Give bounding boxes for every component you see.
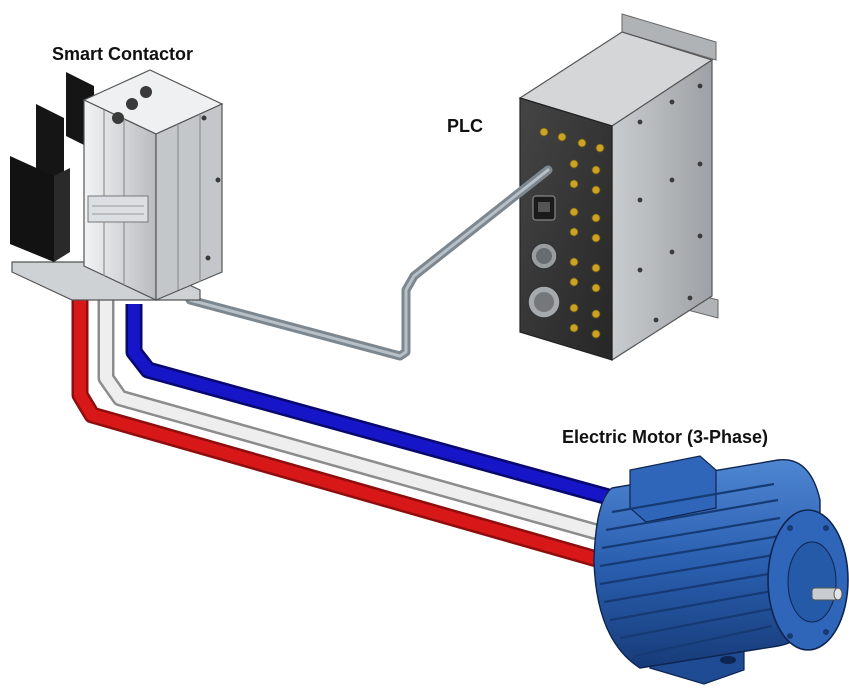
power-cable-white: [97, 300, 607, 543]
power-cable-red: [71, 298, 603, 569]
contactor-icon: [10, 69, 224, 301]
electric-motor-label: Electric Motor (3-Phase): [562, 427, 769, 447]
motor-icon: [593, 455, 849, 685]
smart-contactor-label: Smart Contactor: [52, 44, 194, 64]
plc-icon: [518, 13, 719, 362]
communication-cable: [185, 165, 553, 361]
power-cable-blue: [125, 304, 615, 507]
plc-label: PLC: [447, 116, 483, 136]
